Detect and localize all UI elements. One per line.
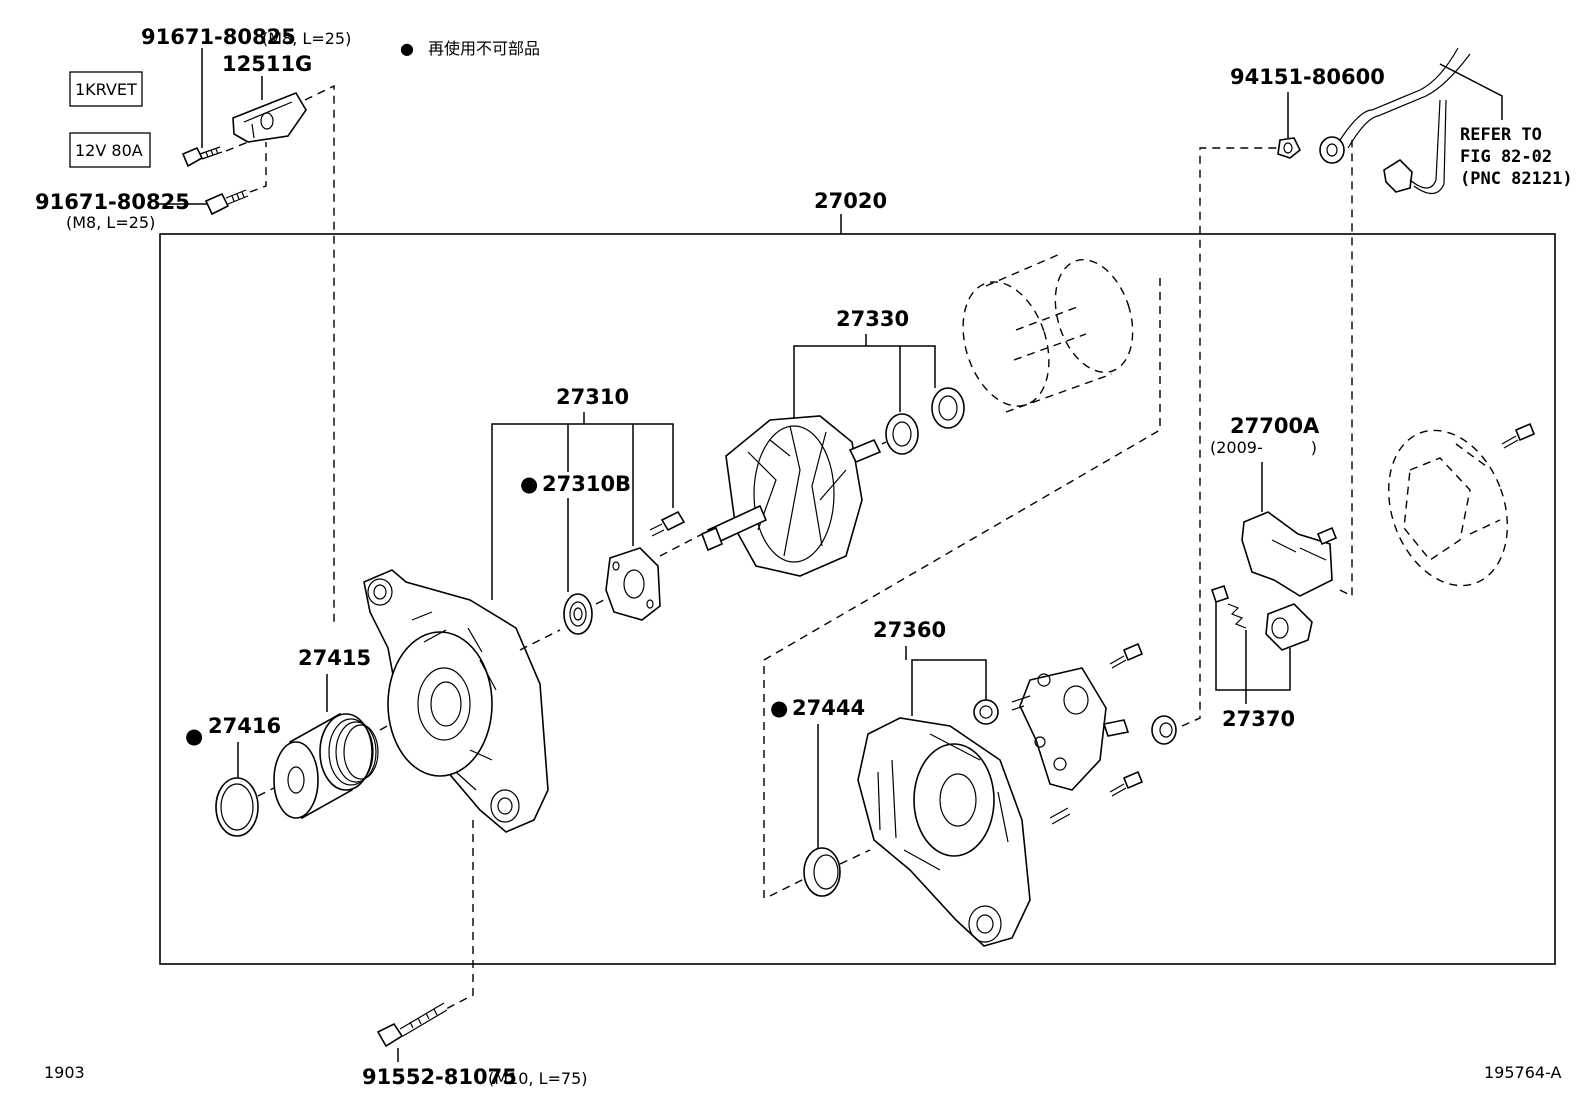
rating-box — [69, 132, 151, 168]
bolt-91671-bottom — [204, 189, 249, 216]
rectifier-screw-1 — [1109, 642, 1144, 669]
marker-27444: ● — [770, 696, 788, 720]
marker-27310B: ● — [520, 472, 538, 496]
stator-dashed — [962, 253, 1134, 413]
part-label-27360: 27360 — [873, 618, 946, 642]
drive-end-frame — [363, 569, 549, 833]
regulator-27700A — [1241, 511, 1338, 597]
part-spec-91671-bottom: (M8, L=25) — [66, 213, 155, 232]
part-label-91552: 91552-81075 — [362, 1065, 517, 1089]
rectifier-bushing — [973, 699, 999, 725]
bolt-91552 — [376, 1002, 448, 1048]
part-label-91671-top: 91671-80825 — [141, 25, 296, 49]
marker-27416: ● — [185, 724, 203, 748]
cap-27416 — [215, 777, 259, 837]
engine-code-text: 1KRVET — [75, 80, 137, 99]
assembly-frame-27020 — [159, 233, 1556, 965]
bolt-91671-top — [181, 146, 223, 168]
page-code: 1903 — [44, 1063, 85, 1082]
rotor-27330 — [700, 415, 882, 577]
refer-line-3: (PNC 82121) — [1460, 169, 1573, 189]
bearing-27310B — [563, 593, 593, 635]
part-label-27310B: 27310B — [542, 472, 631, 496]
retainer-plate — [605, 547, 661, 621]
rotor-bearing-2 — [931, 387, 965, 429]
brush-holder — [1210, 584, 1313, 651]
bracket-12511G — [232, 92, 307, 143]
rectifier-stud — [1049, 807, 1071, 825]
part-label-27370: 27370 — [1222, 707, 1295, 731]
rectifier-end-frame — [857, 717, 1031, 947]
part-label-12511G: 12511G — [222, 52, 312, 76]
part-label-91671-bottom: 91671-80825 — [35, 190, 190, 214]
terminal-insulator — [1151, 715, 1177, 745]
part-label-94151: 94151-80600 — [1230, 65, 1385, 89]
rectifier-screw-2 — [1109, 770, 1144, 797]
refer-line-2: FIG 82-02 — [1460, 147, 1552, 167]
rear-cover-screw — [1501, 422, 1536, 449]
figure-id: 195764-A — [1484, 1063, 1562, 1082]
legend-marker: ● — [400, 39, 414, 58]
refer-line-1: REFER TO — [1460, 125, 1542, 145]
legend-text: 再使用不可部品 — [428, 39, 540, 58]
part-spec-91552: (M10, L=75) — [488, 1069, 588, 1088]
part-label-27444: 27444 — [792, 696, 865, 720]
rotor-bearing-1 — [885, 413, 919, 455]
rear-cover-dashed — [1387, 429, 1509, 587]
part-label-27700A: 27700A — [1230, 414, 1320, 438]
part-date-27700A: (2009- ) — [1210, 438, 1317, 457]
part-label-27310: 27310 — [556, 385, 629, 409]
part-spec-91671-top: (M8, L=25) — [262, 29, 351, 48]
part-label-27020: 27020 — [814, 189, 887, 213]
part-label-27415: 27415 — [298, 646, 371, 670]
seal-27444 — [803, 847, 841, 897]
nut-94151 — [1277, 137, 1302, 159]
part-label-27330: 27330 — [836, 307, 909, 331]
rectifier-plate — [1011, 667, 1130, 791]
retainer-screw — [649, 510, 686, 537]
engine-code-box — [69, 71, 143, 107]
part-label-27416: 27416 — [208, 714, 281, 738]
pulley-27415 — [273, 712, 379, 820]
rating-text: 12V 80A — [75, 141, 143, 160]
